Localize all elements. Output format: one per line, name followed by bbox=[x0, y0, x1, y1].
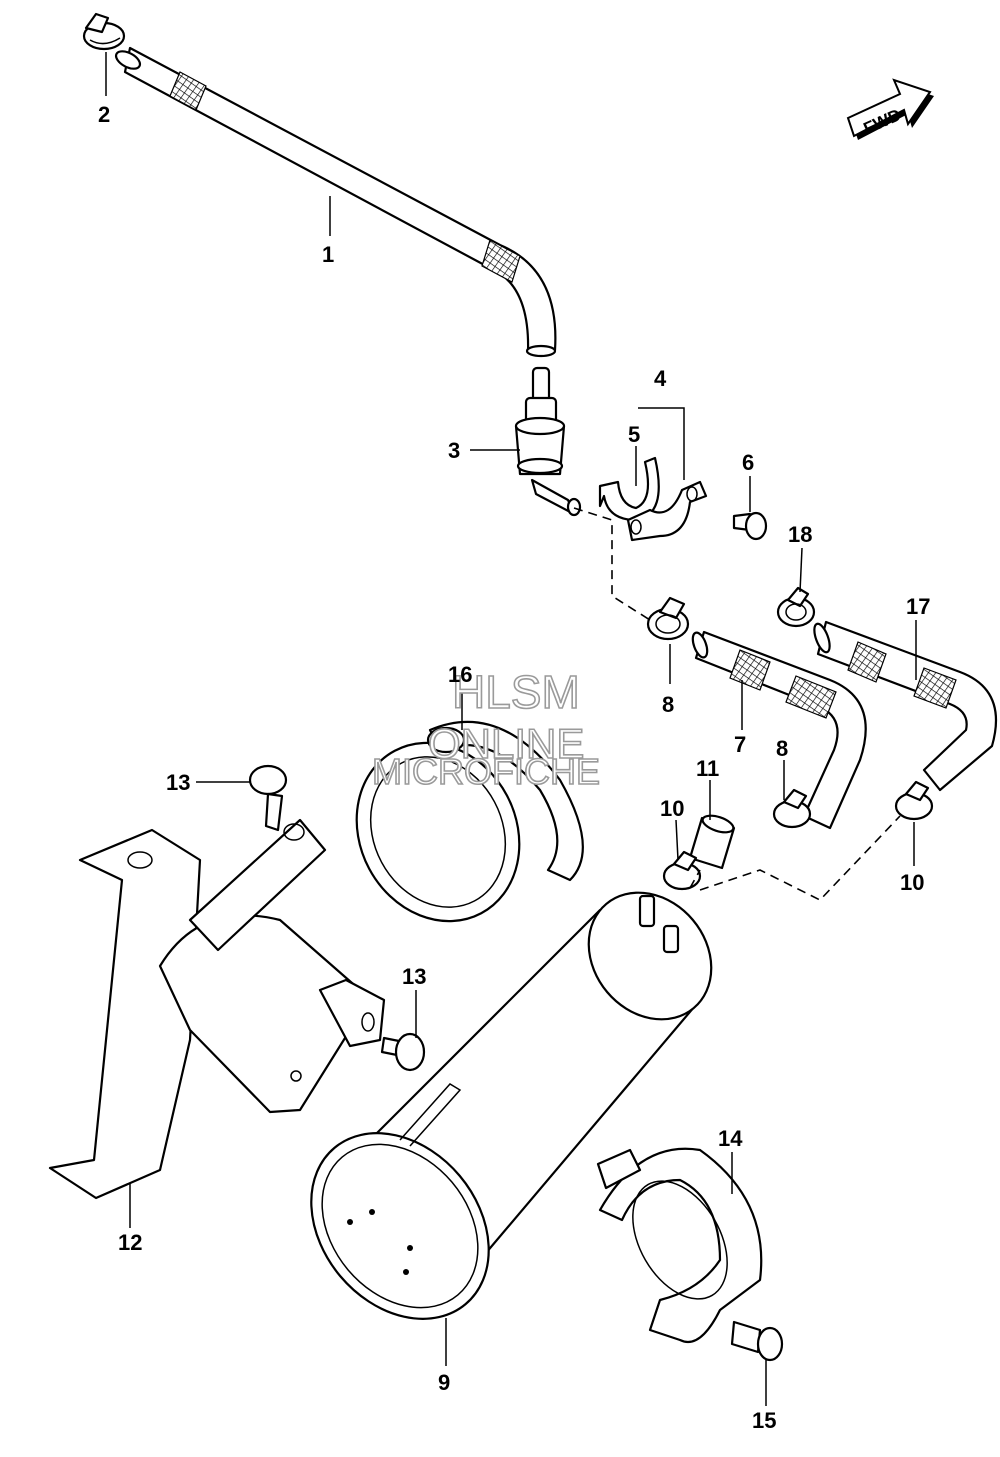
connector-11 bbox=[688, 814, 736, 870]
clamp-2 bbox=[82, 12, 126, 51]
bracket-5 bbox=[598, 456, 660, 522]
watermark-line2: ONLINE bbox=[428, 720, 584, 767]
callout-10-middle: 10 bbox=[660, 796, 684, 821]
band-16 bbox=[355, 720, 584, 923]
canister-9 bbox=[310, 891, 713, 1320]
hose-17 bbox=[813, 620, 997, 792]
hose-7 bbox=[691, 630, 867, 830]
callout-6: 6 bbox=[742, 450, 754, 475]
callout-labels: 1 2 3 4 5 6 7 8 8 9 10 10 11 12 13 13 14… bbox=[98, 102, 930, 1433]
fwd-arrow-icon: FWD bbox=[846, 78, 934, 140]
screw-13-upper bbox=[248, 764, 288, 832]
callout-15: 15 bbox=[752, 1408, 776, 1433]
clamp-10-middle bbox=[662, 850, 702, 891]
callout-1: 1 bbox=[322, 242, 334, 267]
callout-13-upper: 13 bbox=[166, 770, 190, 795]
callout-17: 17 bbox=[906, 594, 930, 619]
clamp-10-right bbox=[894, 780, 934, 821]
callout-13-lower: 13 bbox=[402, 964, 426, 989]
watermark-line1: HLSM bbox=[452, 666, 580, 718]
valve-3 bbox=[514, 366, 582, 517]
bracket-4 bbox=[626, 480, 708, 542]
callout-9: 9 bbox=[438, 1370, 450, 1395]
callout-11: 11 bbox=[696, 756, 719, 781]
screw-13-lower bbox=[380, 1032, 426, 1072]
strap-14 bbox=[596, 1147, 763, 1343]
callout-5: 5 bbox=[628, 422, 640, 447]
screw-6 bbox=[732, 511, 768, 541]
watermark-line3: MICROFICHE bbox=[372, 751, 600, 792]
callout-8-lower: 8 bbox=[776, 736, 788, 761]
callout-14: 14 bbox=[718, 1126, 743, 1151]
watermark: HLSM ONLINE MICROFICHE bbox=[371, 665, 601, 793]
callout-18: 18 bbox=[788, 522, 812, 547]
callout-10-right: 10 bbox=[900, 870, 924, 895]
clamp-8-lower bbox=[772, 788, 812, 829]
callout-4: 4 bbox=[654, 366, 667, 391]
callout-7: 7 bbox=[734, 732, 746, 757]
callout-16: 16 bbox=[448, 662, 472, 687]
bracket-12 bbox=[48, 818, 386, 1200]
clamp-8-upper bbox=[646, 596, 690, 641]
callout-3: 3 bbox=[448, 438, 460, 463]
callout-12: 12 bbox=[118, 1230, 142, 1255]
callout-2: 2 bbox=[98, 102, 110, 127]
clamp-18 bbox=[776, 586, 816, 628]
hose-1 bbox=[114, 46, 557, 358]
callout-8-upper: 8 bbox=[662, 692, 674, 717]
leader-lines bbox=[105, 52, 917, 1406]
screw-15 bbox=[730, 1320, 784, 1362]
